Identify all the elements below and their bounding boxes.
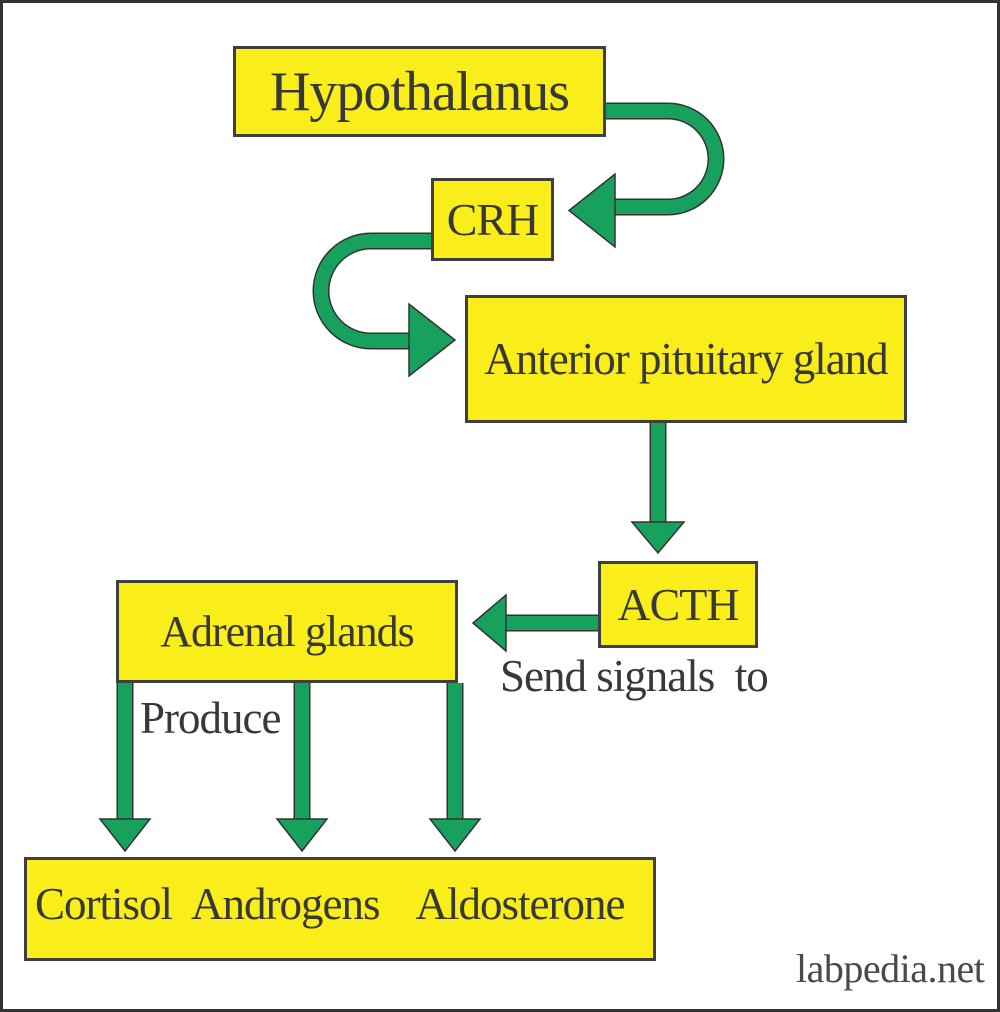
node-anterior-pituitary-label: Anterior pituitary gland [484,333,888,384]
hormone-aldosterone-label: Aldosterone [415,878,626,929]
node-hypothalamus: Hypothalanus [233,46,606,137]
node-crh-label: CRH [446,193,540,245]
node-acth: ACTH [598,561,758,648]
send-signals-label: Send signals to [500,651,769,701]
node-hypothalamus-label: Hypothalanus [269,60,570,123]
node-adrenal-glands-label: Adrenal glands [160,606,415,656]
watermark: labpedia.net [796,946,985,991]
arrow-crh-to-anterior-icon [312,232,457,378]
arrow-anterior-to-acth-icon [630,423,686,555]
arrow-acth-to-adrenal-icon [471,593,598,653]
hormone-cortisol-label: Cortisol [35,878,173,929]
node-anterior-pituitary: Anterior pituitary gland [465,295,907,423]
node-hormones: Cortisol Androgens Aldosterone [24,857,656,961]
arrow-adrenal-to-cortisol-icon [98,683,152,853]
hormone-androgens-label: Androgens [191,878,380,929]
node-crh: CRH [431,178,554,261]
node-acth-label: ACTH [617,578,739,630]
arrow-hypothalamus-to-crh-icon [567,102,725,249]
arrow-adrenal-to-aldosterone-icon [428,683,482,853]
produce-label: Produce [140,693,281,743]
arrows-layer [98,102,725,853]
arrow-adrenal-to-androgens-icon [275,683,329,853]
node-adrenal-glands: Adrenal glands [116,580,458,683]
